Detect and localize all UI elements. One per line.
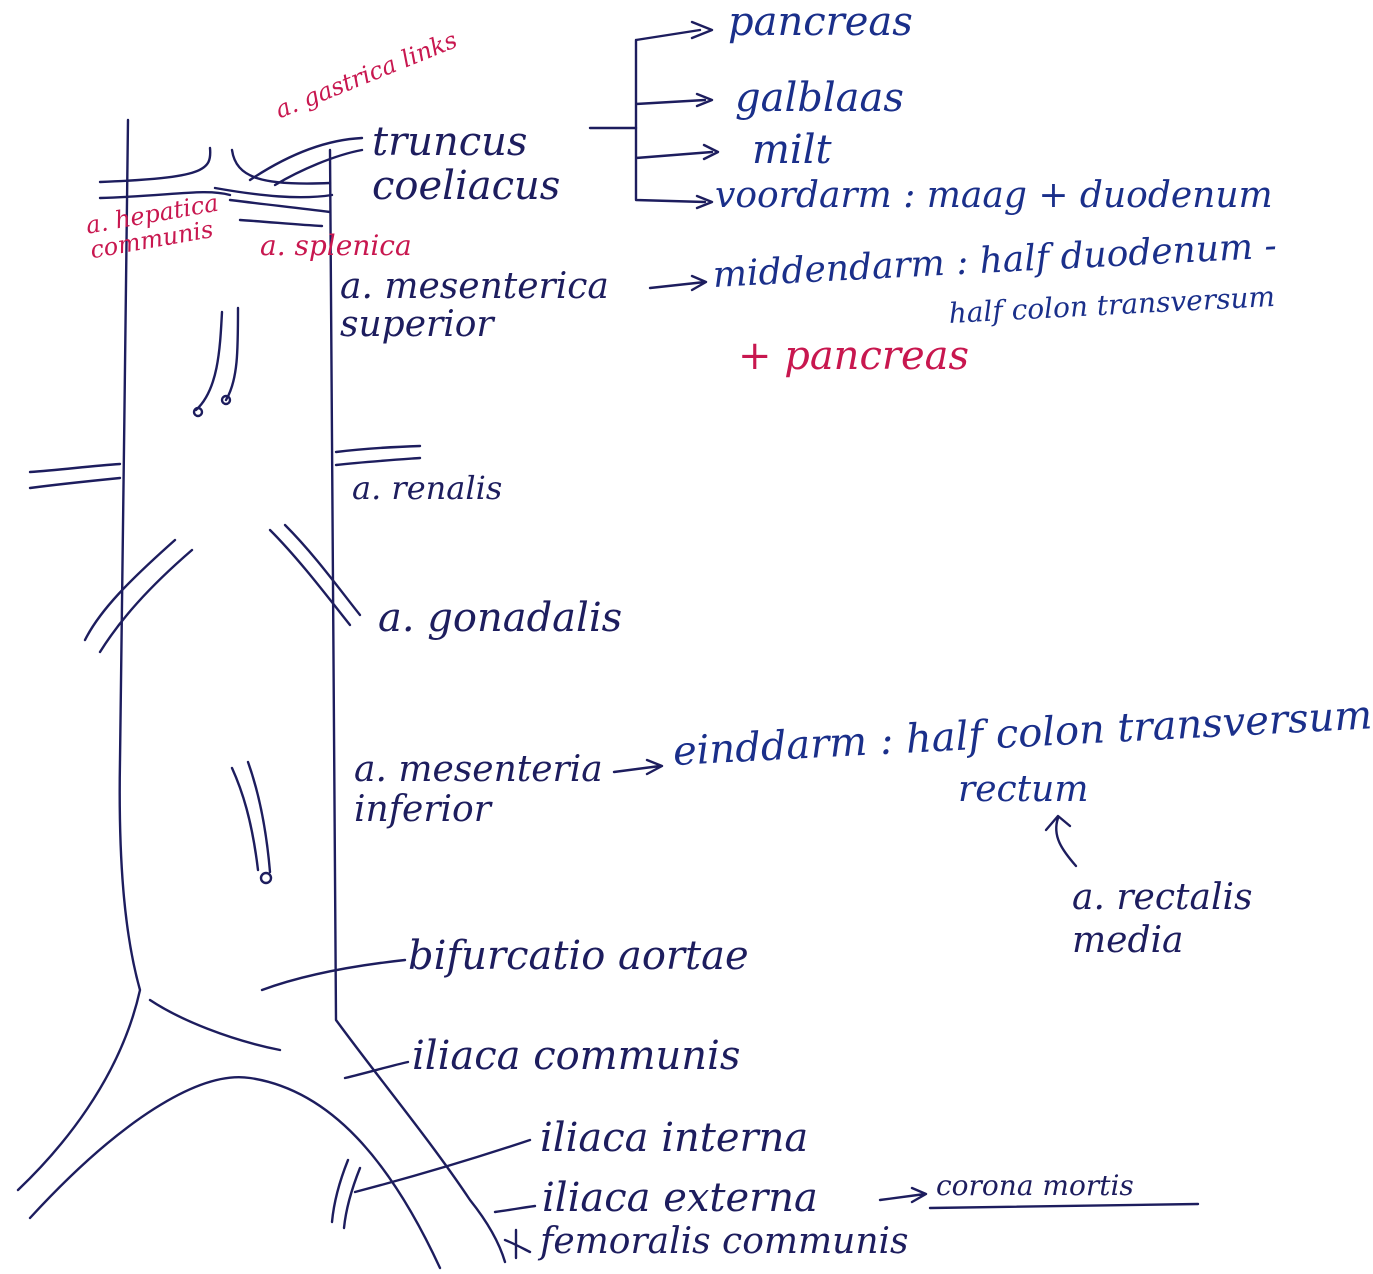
mes-sup-stub-b — [226, 308, 238, 400]
label-mesenterica-superior: a. mesenterica superior — [340, 268, 609, 344]
label-corona-mortis: corona mortis — [936, 1172, 1134, 1200]
mes-inf-stub-b — [248, 762, 270, 872]
label-gonadalis: a. gonadalis — [378, 598, 622, 638]
label-einddarm-2: rectum — [958, 772, 1088, 808]
label-iliaca-interna: iliaca interna — [540, 1118, 808, 1158]
mes-sup-stub-a — [196, 312, 222, 410]
gastrica-curve — [250, 138, 362, 180]
label-truncus-coeliacus: truncus coeliacus — [372, 120, 560, 208]
label-mesenterica-inferior: a. mesenteria inferior — [354, 750, 603, 829]
label-bifurcatio: bifurcatio aortae — [408, 936, 749, 976]
label-renalis: a. renalis — [352, 472, 502, 504]
label-pancreas-plus: + pancreas — [738, 336, 969, 376]
arrow-rectalis — [1046, 816, 1076, 866]
branch-bracket — [636, 30, 712, 202]
renal-left-upper — [30, 464, 120, 472]
underline-corona — [930, 1204, 1198, 1208]
label-iliaca-communis: iliaca communis — [412, 1036, 740, 1076]
arrow-mes-sup — [650, 276, 706, 290]
leader-bifurcatio — [262, 960, 405, 990]
label-voordarm: voordarm : maag + duodenum — [715, 178, 1273, 214]
label-pancreas: pancreas — [728, 2, 913, 42]
renal-right-lower — [336, 458, 420, 465]
iliac-int-vessel-b — [344, 1168, 360, 1228]
renal-left-lower — [30, 478, 120, 488]
aorta-left-wall — [18, 120, 140, 1190]
leader-iliaca-communis — [345, 1062, 408, 1078]
leader-iliaca-externa — [495, 1206, 535, 1212]
mes-inf-end — [261, 873, 271, 883]
renal-right-upper — [336, 446, 420, 452]
splenica-lower-2 — [240, 220, 322, 226]
splenica-lower — [230, 200, 330, 212]
gonadal-left-a — [85, 540, 175, 640]
leader-femoralis — [505, 1240, 530, 1252]
splenica-upper — [232, 150, 330, 184]
bifurcation-arch — [30, 1077, 440, 1268]
label-a-splenica: a. splenica — [260, 232, 412, 260]
label-rectalis-media: a. rectalis media — [1072, 876, 1252, 962]
gonadal-right-a — [270, 530, 350, 625]
label-galblaas: galblaas — [735, 78, 904, 118]
truncus-leader — [215, 188, 332, 197]
label-milt: milt — [752, 130, 832, 170]
label-femoralis: femoralis communis — [540, 1224, 909, 1260]
gastrica-curve-2 — [275, 150, 362, 185]
gonadal-right-b — [285, 525, 360, 615]
hepatica-branch-upper — [100, 148, 210, 182]
arrow-mes-inf — [614, 760, 662, 774]
arrow-corona — [880, 1188, 926, 1202]
inner-iliac-wall — [150, 1000, 280, 1050]
label-iliaca-externa: iliaca externa — [542, 1178, 818, 1218]
